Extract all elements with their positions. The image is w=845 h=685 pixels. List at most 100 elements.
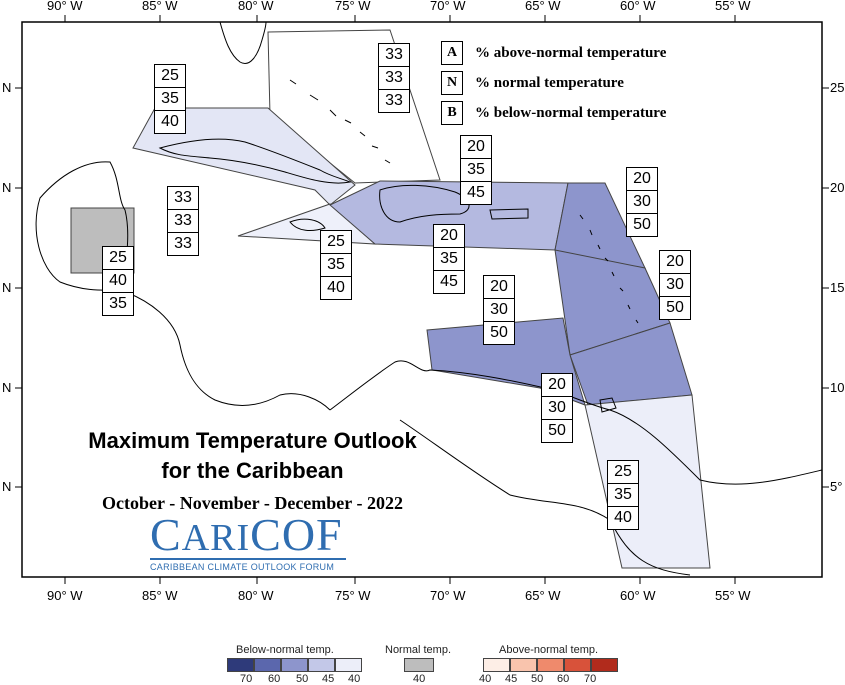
scale-above-swatch [483, 658, 510, 672]
prob-box-cayman: 33 33 33 [167, 186, 199, 256]
lon-label-bottom-65w: 65° W [525, 588, 561, 603]
prob-box-cuba: 25 35 40 [154, 64, 186, 134]
key-normal-text: % normal temperature [475, 74, 624, 91]
lon-label-top-75w: 75° W [335, 0, 371, 13]
prob-above: 20 [484, 276, 514, 299]
prob-box-abc-islands: 20 30 50 [483, 275, 515, 345]
prob-above: 25 [608, 461, 638, 484]
prob-above: 25 [321, 231, 351, 254]
key-above-text: % above-normal temperature [475, 44, 667, 61]
hispaniola-coast [379, 184, 470, 223]
scale-below-num: 40 [348, 673, 361, 685]
key-below-text: % below-normal temperature [475, 104, 667, 121]
prob-below: 35 [109, 295, 127, 312]
prob-box-bahamas: 33 33 33 [378, 43, 410, 113]
prob-above: 20 [627, 168, 657, 191]
antilles-islands [579, 214, 639, 324]
lon-label-bottom-70w: 70° W [430, 588, 466, 603]
lon-label-top-85w: 85° W [142, 0, 178, 13]
prob-normal: 30 [660, 274, 690, 297]
scale-below-num: 60 [268, 673, 281, 685]
scale-normal-swatch [404, 658, 434, 672]
prob-normal: 35 [321, 254, 351, 277]
prob-box-jamaica: 25 35 40 [320, 230, 352, 300]
prob-box-puerto-rico: 20 35 45 [433, 224, 465, 294]
prob-below: 45 [467, 184, 485, 201]
scale-below-swatch [335, 658, 362, 672]
lon-ticks [64, 15, 736, 584]
prob-normal: 30 [484, 299, 514, 322]
logo-tagline: CARIBBEAN CLIMATE OUTLOOK FORUM [150, 562, 335, 572]
scale-above-swatch [591, 658, 618, 672]
map-title-line2: for the Caribbean [161, 458, 344, 483]
prob-above: 33 [168, 187, 198, 210]
lon-label-bottom-75w: 75° W [335, 588, 371, 603]
prob-below: 50 [548, 422, 566, 439]
map-title-line1: Maximum Temperature Outlook [88, 428, 417, 453]
lon-label-top-60w: 60° W [620, 0, 656, 13]
map-subtitle-period: October - November - December - 2022 [102, 493, 403, 513]
key-normal-row: N % normal temperature [441, 68, 666, 98]
lon-label-bottom-90w: 90° W [47, 588, 83, 603]
lat-label-left-5: N [2, 479, 12, 494]
scale-below-swatch [281, 658, 308, 672]
prob-above: 20 [461, 136, 491, 159]
cuba-coast [158, 138, 352, 184]
prob-normal: 30 [542, 397, 572, 420]
prob-normal: 35 [461, 159, 491, 182]
scale-below-swatch [308, 658, 335, 672]
scale-above-swatch [537, 658, 564, 672]
lat-label-right-10: 10 [830, 380, 845, 395]
florida-coast [219, 21, 267, 64]
puerto-rico-coast [489, 208, 529, 220]
logo-wordmark: CARICOF [150, 509, 343, 560]
prob-above: 33 [379, 44, 409, 67]
scale-above-num: 60 [557, 673, 570, 685]
key-below-letter: B [441, 101, 463, 125]
prob-below: 50 [490, 324, 508, 341]
lon-label-bottom-80w: 80° W [238, 588, 274, 603]
central-america-coast [119, 289, 331, 411]
prob-above: 20 [434, 225, 464, 248]
venezuela-interior [399, 419, 691, 576]
lon-label-top-55w: 55° W [715, 0, 751, 13]
scale-above-num: 50 [531, 673, 544, 685]
lat-label-right-25: 25 [830, 80, 845, 95]
scale-above-title: Above-normal temp. [499, 644, 599, 656]
lat-label-right-20: 20 [830, 180, 845, 195]
key-below-row: B % below-normal temperature [441, 98, 666, 128]
lon-label-bottom-85w: 85° W [142, 588, 178, 603]
scale-below-swatch [227, 658, 254, 672]
lon-label-bottom-55w: 55° W [715, 588, 751, 603]
lon-label-bottom-60w: 60° W [620, 588, 656, 603]
prob-below: 33 [385, 92, 403, 109]
prob-normal: 35 [434, 248, 464, 271]
prob-box-northern-lesser-antilles: 20 30 50 [626, 167, 658, 237]
lat-label-left-10: N [2, 380, 12, 395]
scale-normal-title: Normal temp. [385, 644, 452, 656]
scale-above-num: 45 [505, 673, 518, 685]
lon-label-top-70w: 70° W [430, 0, 466, 13]
prob-below: 40 [614, 509, 632, 526]
scale-above-swatch [510, 658, 537, 672]
bahamas-islands [289, 79, 391, 164]
prob-below: 45 [440, 273, 458, 290]
scale-below-num: 70 [240, 673, 253, 685]
prob-normal: 40 [103, 270, 133, 293]
prob-normal: 33 [379, 67, 409, 90]
scale-normal-num: 40 [413, 673, 426, 685]
prob-normal: 35 [608, 484, 638, 507]
prob-below: 33 [174, 235, 192, 252]
jamaica-coast [289, 218, 326, 231]
key-above-letter: A [441, 41, 463, 65]
lat-label-left-20: N [2, 180, 12, 195]
scale-above-num: 70 [584, 673, 597, 685]
prob-above: 25 [155, 65, 185, 88]
logo-rule [150, 558, 346, 560]
prob-above: 25 [103, 247, 133, 270]
caricof-logo: CARICOF CARIBBEAN CLIMATE OUTLOOK FORUM [150, 509, 350, 572]
scale-below-num: 45 [322, 673, 335, 685]
prob-box-guianas: 25 35 40 [607, 460, 639, 530]
lon-label-top-80w: 80° W [238, 0, 274, 13]
